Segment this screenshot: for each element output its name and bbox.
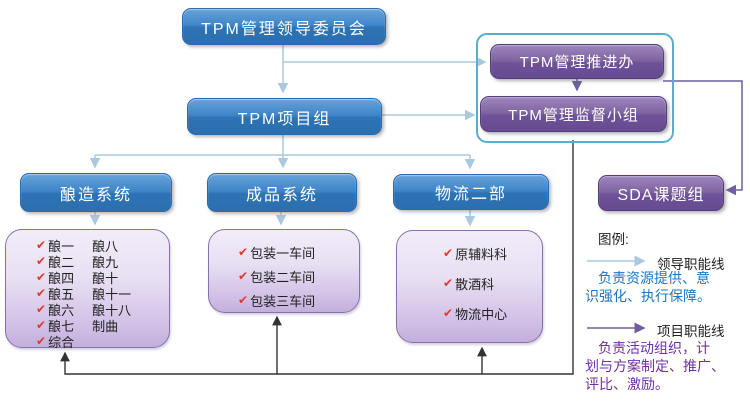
- node-sda-team: SDA课题组: [598, 175, 724, 211]
- member-label: 散酒科: [455, 276, 495, 292]
- node-brewing-system: 酿造系统: [20, 173, 172, 212]
- tpm-office-group-frame: [476, 33, 674, 143]
- member-label: 酿十: [92, 270, 119, 286]
- member-label: 综合: [48, 334, 75, 350]
- check-icon: [443, 246, 453, 260]
- project-line-to-brewing-list: [60, 140, 574, 375]
- legend-leader-label: 领导职能线: [657, 257, 725, 272]
- member-label: 制曲: [92, 318, 119, 334]
- legend-project-desc: 负责活动组织，计 划与方案制定、推广、 评比、激励。: [585, 340, 725, 392]
- member-label: 包装三车间: [250, 293, 316, 309]
- node-tpm-promotion-office: TPM管理推进办: [490, 44, 664, 79]
- member-label: 物流中心: [455, 306, 508, 322]
- legend-project-label: 项目职能线: [657, 324, 725, 339]
- list-item: 酿二 酿九: [36, 253, 169, 270]
- node-tpm-leading-committee: TPM管理领导委员会: [182, 8, 386, 45]
- project-line-sample: [587, 322, 646, 334]
- brewing-member-list: 酿一 酿八 酿二 酿九 酿四 酿十 酿五 酿十一 酿六 酿十八 酿七 制曲: [5, 229, 170, 350]
- check-icon: [238, 245, 248, 259]
- check-icon: [36, 254, 46, 268]
- node-tpm-supervision-team: TPM管理监督小组: [480, 96, 667, 132]
- list-item: 酿四 酿十: [36, 269, 169, 286]
- member-label: 酿八: [92, 238, 119, 254]
- check-icon: [36, 270, 46, 284]
- member-label: 酿七: [48, 318, 75, 334]
- finished-member-list: 包装一车间 包装二车间 包装三车间: [208, 229, 360, 313]
- member-label: 包装二车间: [250, 269, 316, 285]
- check-icon: [36, 238, 46, 252]
- member-label: 酿五: [48, 286, 75, 302]
- check-icon: [443, 276, 453, 290]
- check-icon: [36, 286, 46, 300]
- check-icon: [36, 302, 46, 316]
- list-item: 综合: [36, 333, 169, 350]
- member-label: 酿一: [48, 238, 75, 254]
- member-label: 酿四: [48, 270, 75, 286]
- member-label: 原辅料科: [455, 246, 508, 262]
- member-label: 酿十八: [92, 302, 132, 318]
- legend-leader-desc: 负责资源提供、意 识强化、执行保障。: [585, 270, 711, 304]
- logistics-member-list: 原辅料科 散酒科 物流中心: [396, 230, 543, 343]
- list-item: 散酒科: [443, 268, 542, 298]
- check-icon: [238, 293, 248, 307]
- member-label: 酿二: [48, 254, 75, 270]
- list-item: 酿六 酿十八: [36, 301, 169, 318]
- check-icon: [443, 306, 453, 320]
- list-item: 酿五 酿十一: [36, 285, 169, 302]
- node-logistics-dept: 物流二部: [393, 174, 549, 210]
- list-item: 包装三车间: [238, 288, 359, 312]
- list-item: 原辅料科: [443, 238, 542, 268]
- check-icon: [238, 269, 248, 283]
- list-item: 包装二车间: [238, 264, 359, 288]
- legend-heading: 图例:: [598, 232, 629, 247]
- purple-line-to-sda: [663, 80, 743, 196]
- member-label: 酿十一: [92, 286, 132, 302]
- check-icon: [36, 318, 46, 332]
- member-label: 包装一车间: [250, 245, 316, 261]
- list-item: 酿七 制曲: [36, 317, 169, 334]
- check-icon: [36, 334, 46, 348]
- member-label: 酿六: [48, 302, 75, 318]
- list-item: 包装一车间: [238, 240, 359, 264]
- list-item: 酿一 酿八: [36, 237, 169, 254]
- node-tpm-project-team: TPM项目组: [187, 98, 382, 135]
- node-finished-system: 成品系统: [207, 173, 357, 212]
- leader-line-sample: [587, 255, 646, 267]
- list-item: 物流中心: [443, 298, 542, 328]
- member-label: 酿九: [92, 254, 119, 270]
